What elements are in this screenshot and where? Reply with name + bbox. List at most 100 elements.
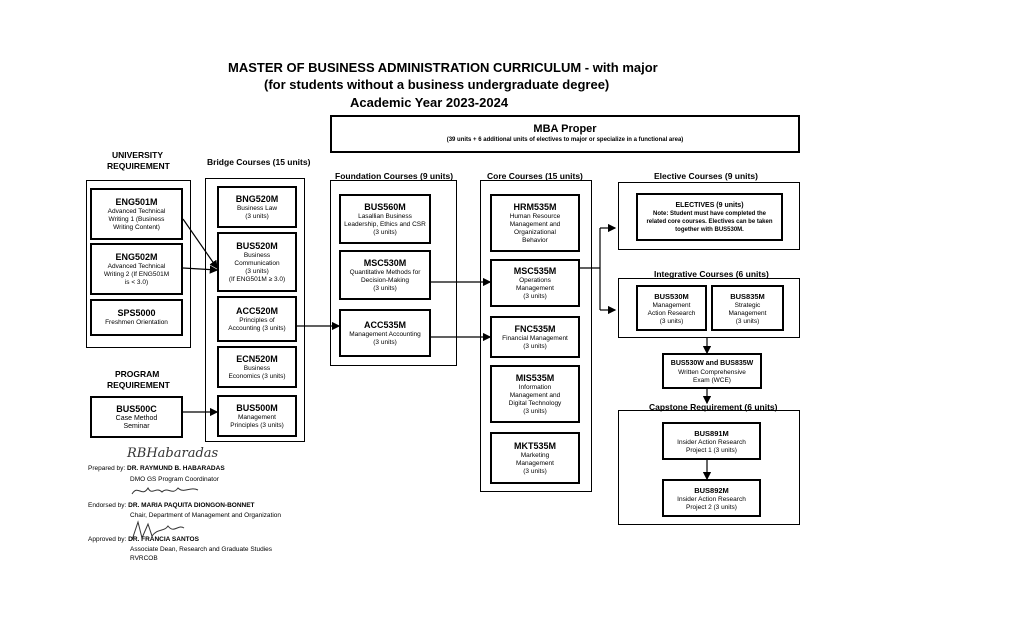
course-box-ecn520m: ECN520M Business Economics (3 units) — [217, 346, 297, 388]
elective-group — [618, 182, 800, 250]
course-box-acc535m: ACC535M Management Accounting (3 units) — [339, 309, 431, 357]
course-desc: Management Accounting (3 units) — [349, 330, 421, 346]
course-code: ACC535M — [363, 319, 406, 330]
course-desc: Marketing Management (3 units) — [516, 451, 554, 475]
course-code: BUS892M — [694, 485, 729, 495]
approved-title-1: Associate Dean, Research and Graduate St… — [130, 546, 273, 553]
course-desc: Business Economics (3 units) — [228, 364, 286, 380]
course-box-msc530m: MSC530M Quantitative Methods for Decisio… — [339, 250, 431, 300]
bridge-group — [205, 178, 305, 442]
prepared-label: Prepared by: — [88, 465, 126, 472]
course-box-eng501m: ENG501M Advanced Technical Writing 1 (Bu… — [90, 188, 183, 240]
approved-name: DR. FRANCIA SANTOS — [128, 536, 199, 543]
course-code: BUS560M — [364, 201, 406, 212]
course-desc: Insider Action Research Project 2 (3 uni… — [677, 495, 746, 511]
integrative-group — [618, 278, 800, 338]
course-desc: Business Law (3 units) — [236, 204, 278, 220]
course-desc: Case Method Seminar — [115, 414, 158, 430]
course-code: FNC535M — [514, 323, 556, 334]
bridge-header: Bridge Courses (15 units) — [207, 157, 311, 167]
course-box-sps5000: SPS5000 Freshmen Orientation — [90, 299, 183, 336]
university-req-header-2: REQUIREMENT — [107, 161, 170, 171]
course-desc: Principles of Accounting (3 units) — [228, 316, 286, 332]
prepared-line: Prepared by: DR. RAYMUND B. HABARADAS — [88, 465, 225, 473]
course-code: MKT535M — [513, 440, 556, 451]
course-box-bus520m: BUS520M Business Communication (3 units)… — [217, 232, 297, 292]
course-desc: Written Comprehensive Exam (WCE) — [678, 368, 746, 384]
endorsed-signature — [131, 486, 199, 495]
course-box-bus560m: BUS560M Lasallian Business Leadership, E… — [339, 194, 431, 244]
course-desc: Strategic Management (3 units) — [728, 301, 767, 325]
course-desc: Advanced Technical Writing 2 (If ENG501M… — [103, 262, 170, 286]
course-box-bus892m: BUS892M Insider Action Research Project … — [662, 479, 761, 517]
foundation-header: Foundation Courses (9 units) — [335, 171, 454, 181]
course-code: ENG501M — [115, 196, 158, 207]
approved-title-2: RVRCOB — [130, 555, 158, 562]
core-group — [480, 180, 592, 492]
course-box-eng502m: ENG502M Advanced Technical Writing 2 (If… — [90, 243, 183, 295]
course-desc: Quantitative Methods for Decision-Making… — [349, 268, 421, 292]
course-box-fnc535m: FNC535M Financial Management (3 units) — [490, 316, 580, 358]
course-code: HRM535M — [513, 201, 557, 212]
approved-label: Approved by: — [88, 536, 127, 543]
course-code: BUS500M — [236, 402, 278, 413]
course-box-acc520m: ACC520M Principles of Accounting (3 unit… — [217, 296, 297, 342]
course-desc: Operations Management (3 units) — [516, 276, 554, 300]
course-code: BUS891M — [694, 428, 729, 438]
mba-proper-banner: MBA Proper (39 units + 6 additional unit… — [330, 115, 800, 153]
course-desc: Human Resource Management and Organizati… — [509, 212, 561, 244]
course-box-bng520m: BNG520M Business Law (3 units) — [217, 186, 297, 228]
core-header: Core Courses (15 units) — [487, 171, 583, 181]
capstone-header: Capstone Requirement (6 units) — [649, 402, 778, 412]
course-desc: Lasallian Business Leadership, Ethics an… — [344, 212, 426, 236]
endorsed-name: DR. MARIA PAQUITA DIONGON-BONNET — [128, 502, 255, 509]
course-code: BUS520M — [236, 240, 278, 251]
university-group — [86, 180, 191, 348]
course-code: ENG502M — [115, 251, 158, 262]
course-box-bus500m: BUS500M Management Principles (3 units) — [217, 395, 297, 437]
course-box-msc535m: MSC535M Operations Management (3 units) — [490, 259, 580, 307]
program-req-header-1: PROGRAM — [115, 369, 160, 379]
course-code: MSC535M — [513, 265, 557, 276]
curriculum-title: MASTER OF BUSINESS ADMINISTRATION CURRIC… — [228, 60, 658, 75]
course-code: SPS5000 — [117, 308, 156, 318]
course-desc: Insider Action Research Project 1 (3 uni… — [677, 438, 746, 454]
course-desc: Financial Management (3 units) — [502, 334, 568, 350]
mba-proper-subtitle: (39 units + 6 additional units of electi… — [446, 137, 684, 143]
mba-proper-title: MBA Proper — [533, 123, 597, 135]
course-code: BUS835M — [730, 291, 765, 301]
course-box-mis535m: MIS535M Information Management and Digit… — [490, 365, 580, 423]
course-desc: Freshmen Orientation — [105, 319, 168, 326]
course-code: ACC520M — [235, 305, 278, 316]
course-desc: Management Action Research (3 units) — [647, 301, 696, 325]
electives-note: Note: Student must have completed the re… — [646, 210, 773, 233]
course-box-bus530m: BUS530M Management Action Research (3 un… — [636, 285, 707, 331]
electives-title: ELECTIVES (9 units) — [675, 201, 744, 209]
course-code: MIS535M — [515, 372, 555, 383]
integrative-header: Integrative Courses (6 units) — [654, 269, 769, 279]
endorsed-title: Chair, Department of Management and Orga… — [130, 512, 282, 519]
elective-header: Elective Courses (9 units) — [654, 171, 758, 181]
course-code: MSC530M — [363, 257, 407, 268]
course-desc: Information Management and Digital Techn… — [508, 383, 562, 415]
electives-box: ELECTIVES (9 units) Note: Student must h… — [636, 193, 783, 241]
approved-signature — [131, 520, 185, 541]
endorsed-label: Endorsed by: — [88, 502, 127, 509]
program-req-header-2: REQUIREMENT — [107, 380, 170, 390]
curriculum-subtitle: (for students without a business undergr… — [264, 77, 610, 92]
academic-year: Academic Year 2023-2024 — [350, 95, 509, 110]
course-box-bus835m: BUS835M Strategic Management (3 units) — [711, 285, 784, 331]
course-code: BUS530M — [654, 291, 689, 301]
course-box-wce: BUS530W and BUS835W Written Comprehensiv… — [662, 353, 762, 389]
course-code: BUS530W and BUS835W — [670, 359, 754, 367]
foundation-group — [330, 180, 457, 366]
endorsed-line: Endorsed by: DR. MARIA PAQUITA DIONGON-B… — [88, 502, 255, 510]
university-req-header-1: UNIVERSITY — [112, 150, 164, 160]
course-code: ECN520M — [236, 353, 278, 364]
course-desc: Business Communication (3 units) (If ENG… — [228, 251, 286, 283]
approved-line: Approved by: DR. FRANCIA SANTOS — [88, 536, 199, 544]
prepared-name: DR. RAYMUND B. HABARADAS — [127, 465, 225, 472]
course-desc: Advanced Technical Writing 1 (Business W… — [107, 207, 166, 231]
course-code: BUS500C — [116, 403, 157, 414]
